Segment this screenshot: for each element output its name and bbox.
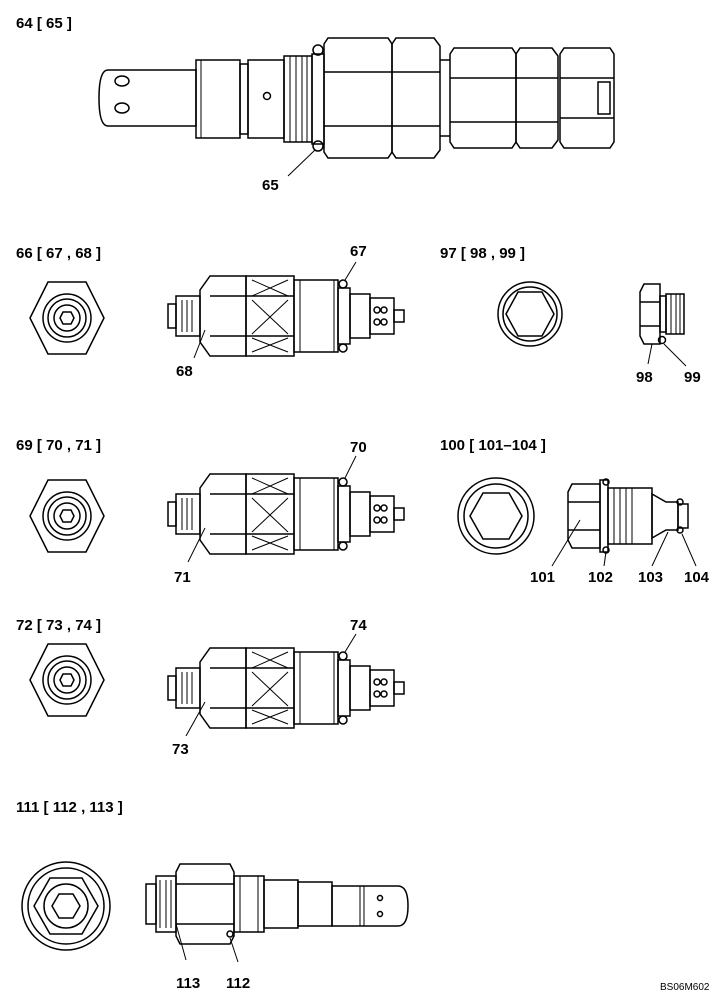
plug-100 (567, 478, 689, 554)
callout-112: 112 (226, 975, 250, 992)
relief-valve-72 (167, 647, 405, 729)
group-label-64: 64 [ 65 ] (16, 15, 72, 32)
relief-valve-end-view-72 (29, 643, 105, 717)
group-label-111: 111 [ 112 , 113 ] (16, 799, 123, 816)
plug-end-view-97 (497, 281, 563, 347)
callout-99: 99 (684, 369, 701, 386)
relief-valve-end-view-69 (29, 479, 105, 553)
callout-74: 74 (350, 617, 367, 634)
callout-103: 103 (638, 569, 663, 586)
group-label-72: 72 [ 73 , 74 ] (16, 617, 101, 634)
callout-104: 104 (684, 569, 710, 586)
callout-68: 68 (176, 363, 193, 380)
relief-valve-69 (167, 473, 405, 555)
drawing-code: BS06M602 (660, 982, 710, 993)
valve-end-view-111 (21, 861, 111, 951)
callout-113: 113 (176, 975, 200, 992)
group-label-69: 69 [ 70 , 71 ] (16, 437, 101, 454)
callout-71: 71 (174, 569, 191, 586)
plug-97 (639, 283, 685, 345)
plug-end-view-100 (457, 477, 535, 555)
relief-valve-66 (167, 275, 405, 357)
callout-98: 98 (636, 369, 653, 386)
callout-70: 70 (350, 439, 367, 456)
callout-67: 67 (350, 243, 367, 260)
callout-65: 65 (262, 177, 279, 194)
callout-73: 73 (172, 741, 189, 758)
valve-111 (145, 863, 409, 945)
group-label-97: 97 [ 98 , 99 ] (440, 245, 525, 262)
group-label-100: 100 [ 101–104 ] (440, 437, 546, 454)
callout-102: 102 (588, 569, 613, 586)
relief-valve-end-view-66 (29, 281, 105, 355)
group-label-66: 66 [ 67 , 68 ] (16, 245, 101, 262)
callout-101: 101 (530, 569, 555, 586)
valve-assembly-64 (98, 37, 615, 159)
